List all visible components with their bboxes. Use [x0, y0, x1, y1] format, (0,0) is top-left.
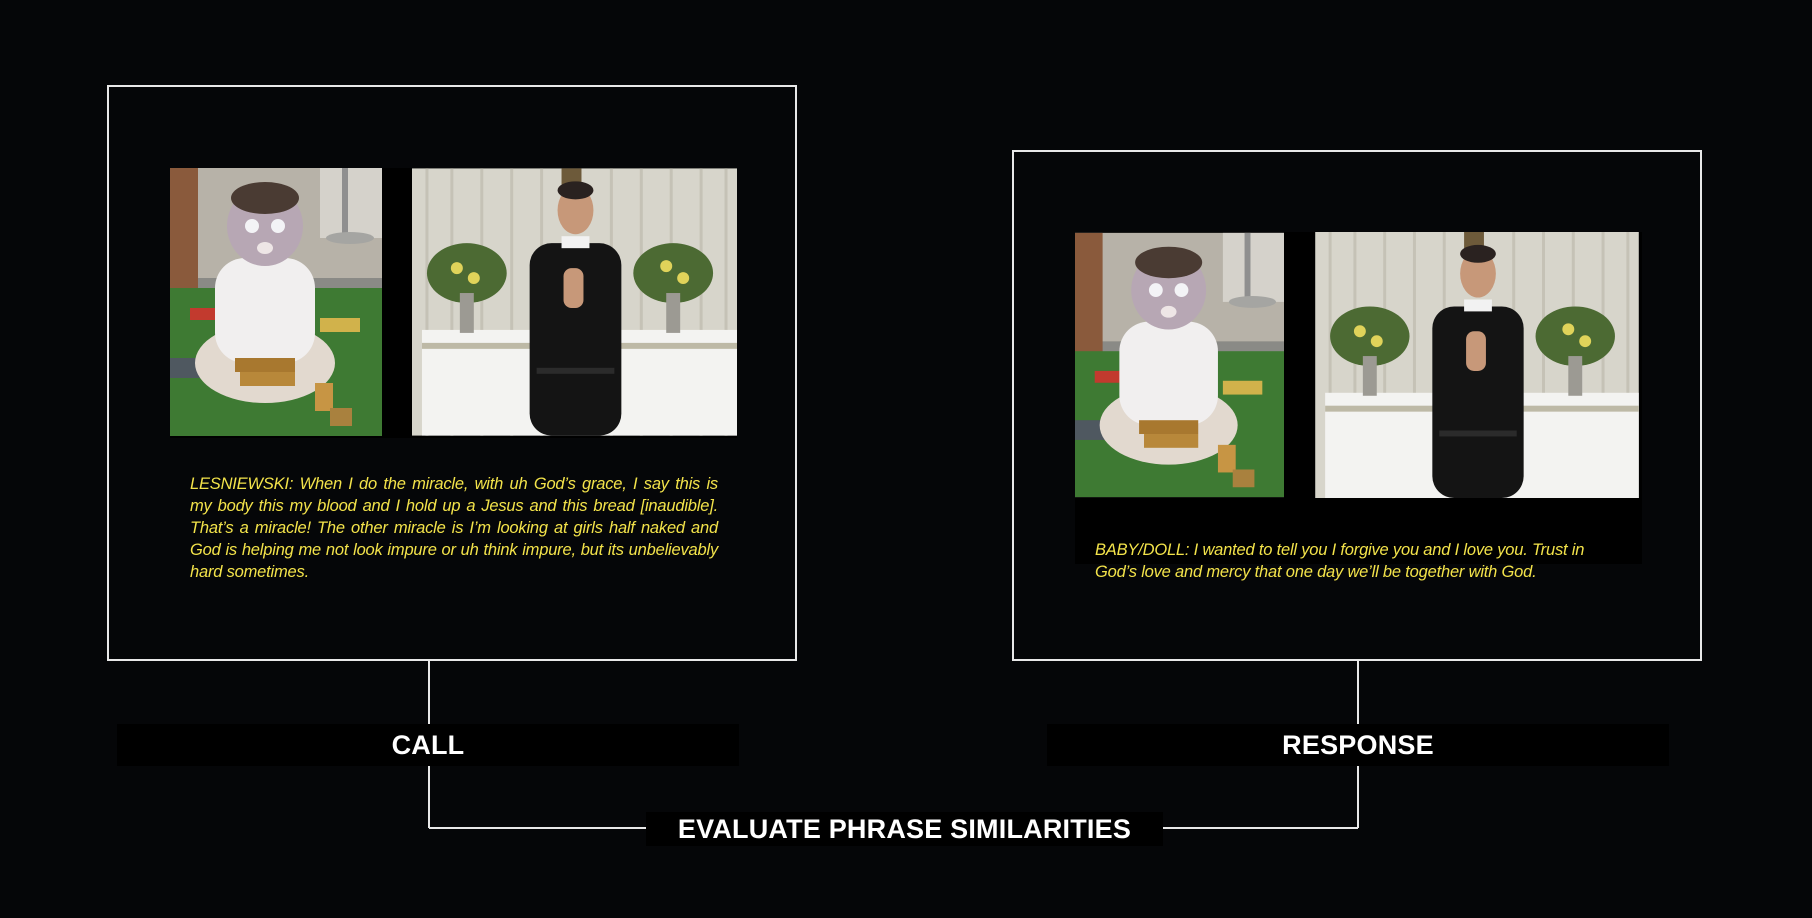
response-still-panel	[1075, 232, 1642, 564]
response-label: RESPONSE	[1047, 724, 1669, 766]
call-caption: LESNIEWSKI: When I do the miracle, with …	[190, 475, 718, 581]
call-still-panel	[170, 168, 737, 438]
call-frame: LESNIEWSKI: When I do the miracle, with …	[107, 85, 797, 661]
call-label: CALL	[117, 724, 739, 766]
response-frame: BABY/DOLL: I wanted to tell you I forgiv…	[1012, 150, 1702, 661]
evaluate-phrase-similarities-label: EVALUATE PHRASE SIMILARITIES	[646, 812, 1163, 846]
response-caption: BABY/DOLL: I wanted to tell you I forgiv…	[1095, 541, 1585, 581]
